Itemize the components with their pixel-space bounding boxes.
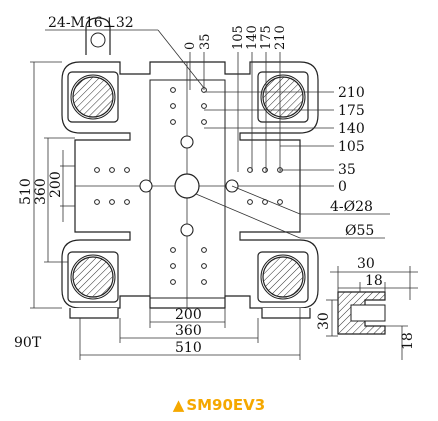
- top-dimension-lines: [189, 52, 281, 172]
- top-dim-35: 35: [198, 33, 213, 50]
- tslot-dim-top-inner: 18: [365, 273, 383, 289]
- warning-triangle-icon: ▲: [172, 396, 185, 414]
- tonnage-label: 90T: [14, 335, 42, 351]
- platen-drawing: 0 35 105 140 175 210 210 175 140 105 35 …: [14, 15, 418, 360]
- right-dim-35: 35: [338, 162, 356, 178]
- tie-bar-top-right: [257, 71, 309, 123]
- bottom-dim-360: 360: [175, 323, 202, 339]
- left-dim-360: 360: [33, 178, 49, 205]
- top-dim-140: 140: [245, 25, 260, 50]
- right-dim-210: 210: [338, 85, 365, 101]
- tie-bar-bottom-left: [67, 251, 119, 303]
- left-dim-510: 510: [18, 178, 34, 205]
- top-dim-175: 175: [259, 25, 274, 50]
- dia-holes-leader: [231, 185, 301, 215]
- top-dim-0: 0: [183, 42, 198, 50]
- top-dim-210: 210: [273, 25, 288, 50]
- left-dimension-lines: [30, 61, 75, 309]
- left-dim-200: 200: [48, 171, 64, 198]
- tie-bar-top-left: [67, 71, 119, 123]
- bottom-dim-200: 200: [175, 307, 202, 323]
- center-bore-leader: [195, 193, 301, 239]
- tslot-dim-left: 30: [316, 312, 332, 330]
- dia-holes-callout: 4-Ø28: [330, 199, 373, 215]
- bottom-dimension-lines: [79, 308, 301, 360]
- model-name: SM90EV3: [186, 396, 266, 414]
- thread-callout: 24-M16⊥32: [48, 15, 134, 31]
- right-dim-105: 105: [338, 139, 365, 155]
- right-dim-175: 175: [338, 103, 365, 119]
- ejector-holes: [139, 135, 239, 237]
- right-dim-0: 0: [338, 179, 347, 195]
- tslot-dim-right: 18: [400, 332, 416, 350]
- center-bore: [174, 173, 200, 199]
- tie-bar-bottom-right: [257, 251, 309, 303]
- center-bore-callout: Ø55: [345, 223, 374, 239]
- right-dimension-lines: [204, 91, 334, 187]
- right-dim-140: 140: [338, 121, 365, 137]
- bottom-dim-510: 510: [175, 340, 202, 356]
- tslot-detail: [326, 266, 418, 360]
- tslot-dim-top-outer: 30: [357, 256, 375, 272]
- model-label: ▲SM90EV3: [0, 396, 438, 414]
- top-dim-105: 105: [231, 25, 246, 50]
